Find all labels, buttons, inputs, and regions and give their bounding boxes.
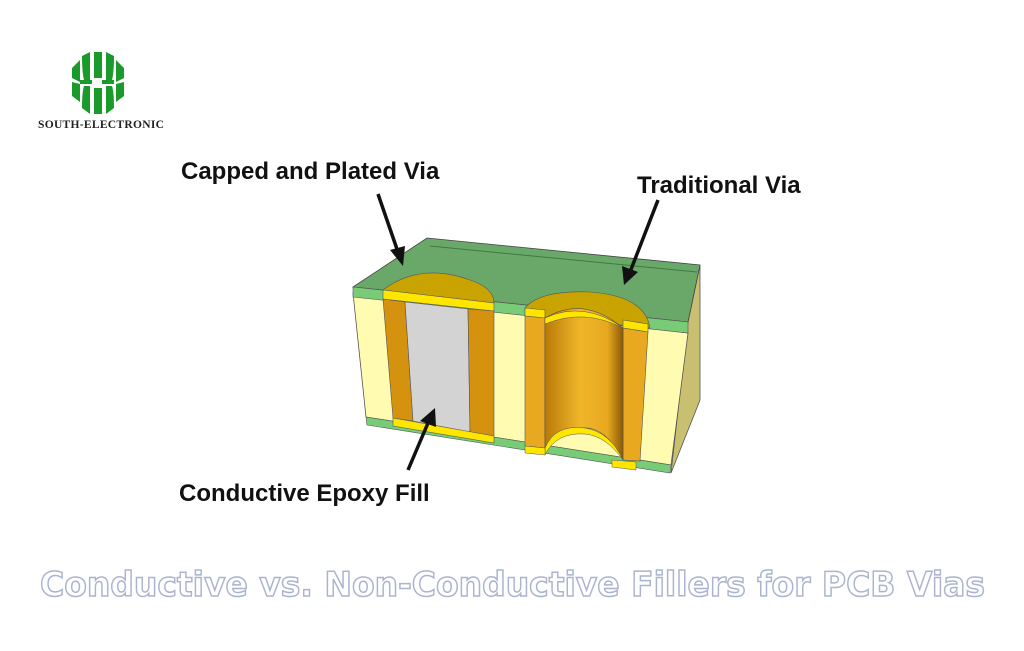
label-capped-via: Capped and Plated Via (181, 158, 440, 185)
via-cap-dome (382, 272, 495, 304)
company-name: SOUTH-ELECTRONIC (38, 119, 165, 131)
label-epoxy-fill: Conductive Epoxy Fill (179, 480, 430, 507)
arrow-capped-via (376, 193, 400, 253)
traditional-via-plating-bottom-right (611, 459, 637, 471)
arrow-epoxy-fill (406, 422, 430, 471)
via-bottom-plating (392, 417, 495, 444)
traditional-via-plating-bottom-left (524, 445, 546, 456)
label-traditional-via: Traditional Via (637, 172, 801, 199)
traditional-via-copper-left (524, 315, 546, 449)
epoxy-fill (404, 301, 471, 433)
page-title: Conductive vs. Non-Conductive Fillers fo… (40, 565, 985, 605)
arrow-traditional-via (628, 199, 660, 273)
company-logo (72, 52, 124, 114)
capped-via-copper-right (467, 308, 495, 437)
